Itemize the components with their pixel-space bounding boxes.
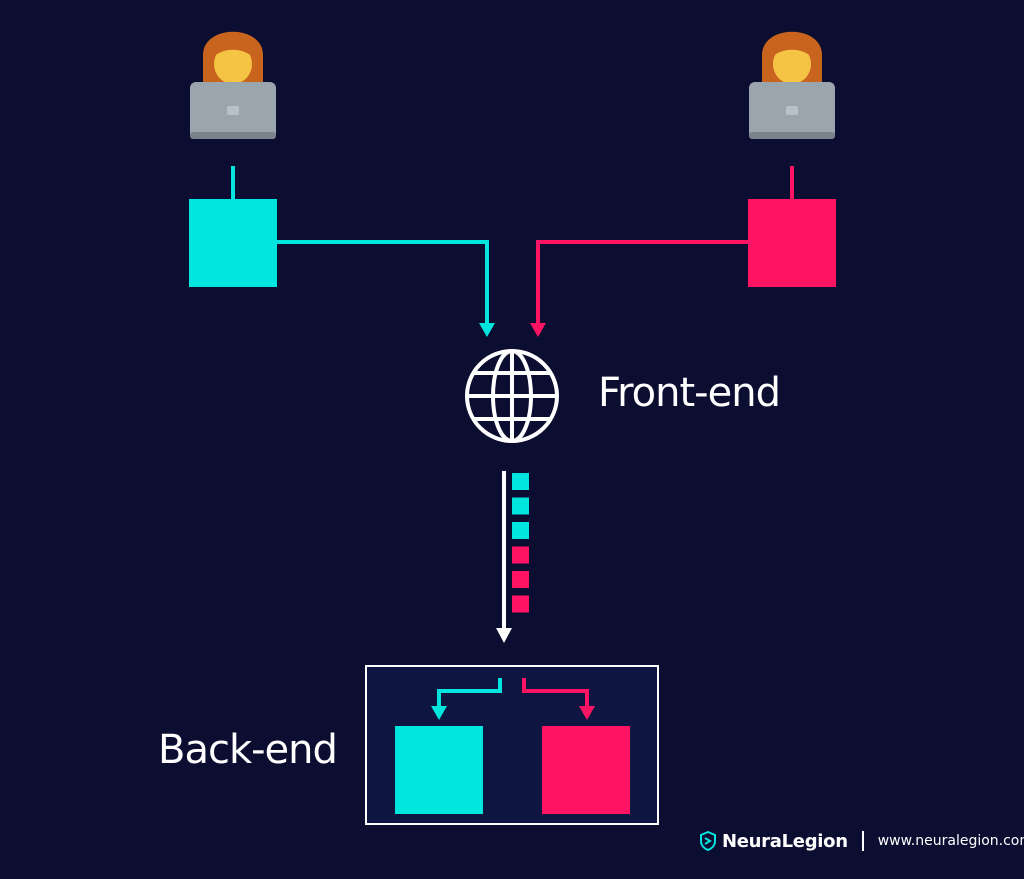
queue-block-pink [512, 546, 529, 564]
queue-block-cyan [512, 473, 529, 490]
backend-label: Back-end [158, 727, 338, 773]
backend-box [365, 665, 659, 825]
backend-cyan-block [395, 726, 483, 814]
backend-pink-block [542, 726, 630, 814]
queue-block-cyan [512, 497, 529, 515]
request-cyan-left [189, 166, 495, 337]
website-url[interactable]: www.neuralegion.com [877, 833, 1024, 849]
brand-name: NeuraLegion [722, 830, 848, 852]
neuralegion-logo-icon [700, 831, 716, 851]
globe-icon [465, 349, 559, 443]
user-right-icon [749, 31, 835, 139]
queue-block-pink [512, 571, 529, 588]
frontend-label: Front-end [598, 370, 781, 416]
footer-divider [861, 831, 864, 851]
user-left-icon [190, 31, 276, 139]
request-pink-right [530, 166, 836, 337]
footer: NeuraLegion www.neuralegion.com [700, 828, 1024, 854]
frontend-to-backend-arrow [496, 471, 512, 643]
queue-block-cyan [512, 522, 529, 539]
queue-block-pink [512, 595, 529, 613]
request-queue [512, 473, 529, 613]
